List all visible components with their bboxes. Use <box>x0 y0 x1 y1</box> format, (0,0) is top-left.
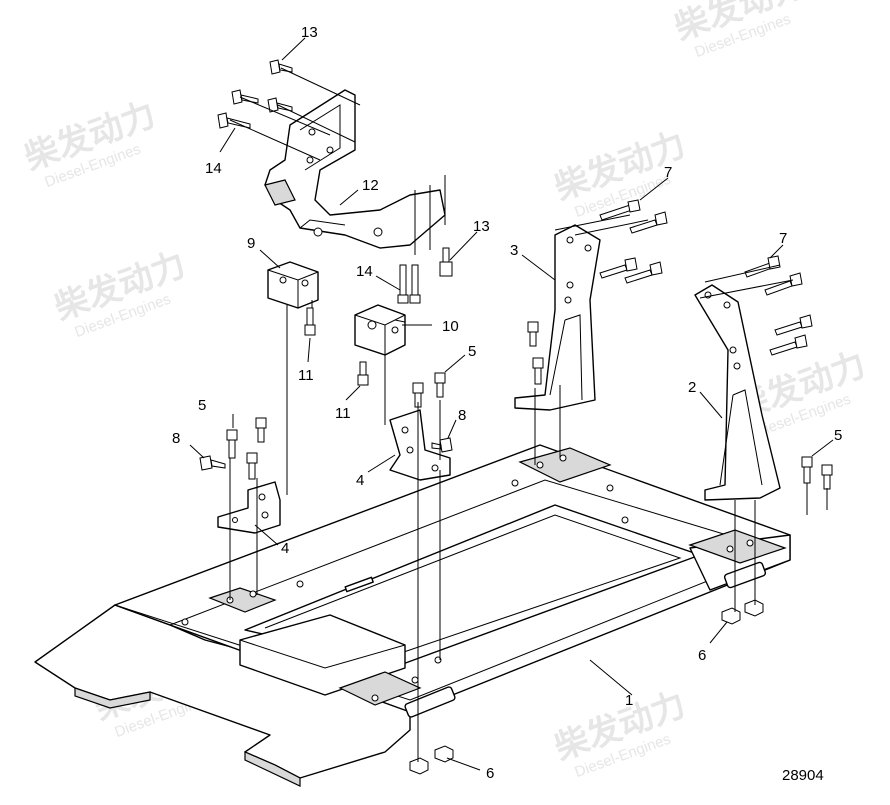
bolt-8-center <box>431 437 453 453</box>
callouts: 1 2 3 4 4 5 5 5 6 6 7 7 8 8 9 10 11 11 1… <box>172 24 842 782</box>
drawing-number: 28904 <box>782 767 824 784</box>
bolts-7-right <box>744 255 813 356</box>
bolt-5-left3 <box>246 452 258 480</box>
bolt-5-right <box>801 456 813 484</box>
bracket-4-center <box>389 409 451 481</box>
callout-1: 1 <box>625 692 633 709</box>
callout-pointers <box>189 37 834 771</box>
callout-4-center: 4 <box>356 472 364 489</box>
bolt-5-rear <box>527 321 539 347</box>
callout-8-center: 8 <box>458 407 466 424</box>
bolt-5-right2 <box>821 464 833 490</box>
watermark: 柴发动力 Diesel-Engines <box>550 685 691 781</box>
callout-7-left: 7 <box>664 164 672 181</box>
watermark: 柴发动力 Diesel-Engines <box>670 0 811 61</box>
base-frame <box>34 444 791 787</box>
callout-6-bottom: 6 <box>486 765 494 782</box>
bolt-13-top <box>269 59 293 75</box>
bolt-5-left <box>226 429 238 459</box>
bolts-14-center <box>397 264 421 304</box>
callout-9: 9 <box>247 235 255 252</box>
callout-11-center: 11 <box>335 405 351 422</box>
callout-5-left: 5 <box>198 397 206 414</box>
nut-6-right <box>721 599 764 625</box>
bolt-5-left2 <box>255 417 267 443</box>
engine-bracket <box>264 89 446 249</box>
bolt-5-center <box>434 372 446 398</box>
bracket-2 <box>694 284 781 501</box>
callout-6-right: 6 <box>698 647 706 664</box>
bracket-3 <box>514 224 601 411</box>
bolts <box>199 59 833 775</box>
bolts-14-left <box>217 89 293 129</box>
callout-7-right: 7 <box>779 230 787 247</box>
leader-lines <box>229 67 828 762</box>
callout-8-left: 8 <box>172 430 180 447</box>
bolts-7-left <box>599 199 668 284</box>
bolt-8-left <box>199 455 226 471</box>
bolt-13-center <box>439 247 453 277</box>
callout-4-left: 4 <box>281 540 289 557</box>
callout-13-center: 13 <box>473 218 490 235</box>
bolt-11-left <box>304 307 316 336</box>
callout-12: 12 <box>362 177 379 194</box>
callout-14-left: 14 <box>205 160 222 177</box>
rubber-mount-10 <box>354 304 406 356</box>
callout-5-right: 5 <box>834 427 842 444</box>
callout-13-top: 13 <box>301 24 318 41</box>
callout-3: 3 <box>510 242 518 259</box>
callout-14-center: 14 <box>356 263 373 280</box>
rubber-mount-9 <box>267 261 319 309</box>
callout-5-center: 5 <box>468 343 476 360</box>
callout-2: 2 <box>688 379 696 396</box>
bolt-11-center <box>357 361 369 386</box>
bracket-4-left <box>217 481 281 534</box>
bolt-5-rear2 <box>532 357 544 385</box>
callout-11-left: 11 <box>298 367 314 384</box>
watermark: 柴发动力 Diesel-Engines <box>50 245 191 341</box>
watermark: 柴发动力 Diesel-Engines <box>20 95 161 191</box>
callout-10: 10 <box>442 318 459 335</box>
nut-6-bottom <box>409 745 454 775</box>
